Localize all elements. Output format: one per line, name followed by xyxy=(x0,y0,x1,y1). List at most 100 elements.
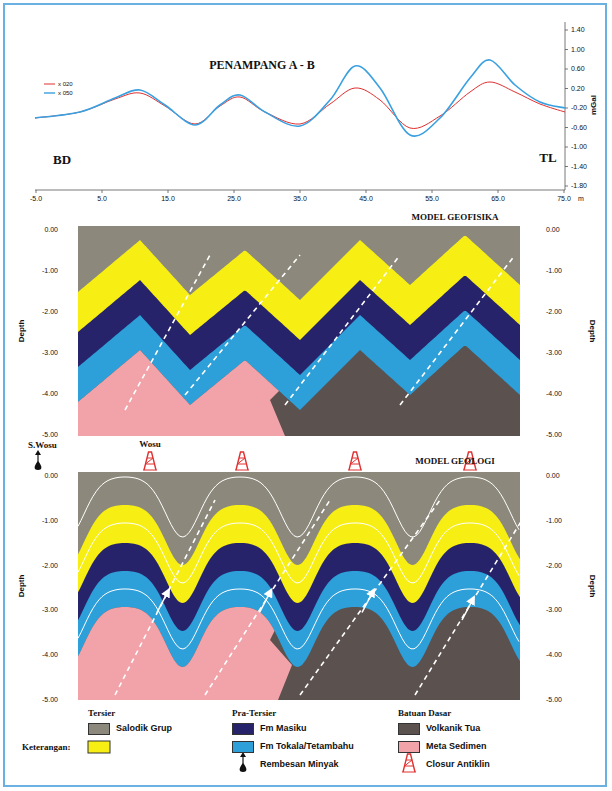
tick xyxy=(36,190,37,193)
label: -3.00 xyxy=(42,349,58,357)
label: -5.00 xyxy=(546,696,562,704)
rig-symbol xyxy=(349,452,361,470)
legend-swatch xyxy=(88,723,110,735)
legend-text: Rembesan Minyak xyxy=(260,760,339,770)
label: MODEL GEOFISIKA xyxy=(412,213,499,223)
bedding-line xyxy=(78,589,519,649)
label: -1.00 xyxy=(546,267,562,275)
label: 5.0 xyxy=(97,195,107,203)
tick xyxy=(565,69,568,70)
label: 45.0 xyxy=(359,195,373,203)
label: -3.00 xyxy=(546,349,562,357)
label: -5.0 xyxy=(30,195,42,203)
symbols xyxy=(35,450,477,772)
tick xyxy=(565,108,568,109)
legend-text: Meta Sedimen xyxy=(426,742,487,752)
layer xyxy=(78,236,520,436)
fault-line xyxy=(125,255,210,410)
label: -3.00 xyxy=(42,607,58,615)
tick xyxy=(300,190,301,193)
tick xyxy=(565,88,568,89)
tick xyxy=(565,49,568,50)
tick xyxy=(498,190,499,193)
tick xyxy=(366,190,367,193)
label: Depth xyxy=(18,320,27,343)
legend-text: Salodik Grup xyxy=(116,724,172,734)
layer xyxy=(78,505,520,700)
label: -5.00 xyxy=(42,431,58,439)
label: Batuan Dasar xyxy=(398,709,451,719)
label: -5.00 xyxy=(546,431,562,439)
legend-text: Volkanik Tua xyxy=(426,724,480,734)
legend-text: Fm Tokala/Tetambahu xyxy=(260,742,354,752)
tick xyxy=(234,190,235,193)
legend-line xyxy=(44,92,55,93)
legend-line xyxy=(44,84,55,85)
seep-symbol xyxy=(35,461,42,470)
legend-swatch xyxy=(232,741,254,753)
label: 0.60 xyxy=(571,65,585,73)
bedding-line xyxy=(78,523,519,583)
rig-symbol xyxy=(235,458,249,470)
label: Depth xyxy=(18,575,27,598)
label: -4.00 xyxy=(546,390,562,398)
tick xyxy=(565,186,568,187)
label: 15.0 xyxy=(161,195,175,203)
rig-symbol xyxy=(143,458,157,470)
label: 35.0 xyxy=(293,195,307,203)
label: -2.00 xyxy=(42,308,58,316)
tick xyxy=(565,147,568,148)
seep-symbol xyxy=(35,450,41,455)
label: 0.20 xyxy=(571,85,585,93)
label: Depth xyxy=(588,575,597,598)
label: -1.00 xyxy=(42,267,58,275)
label: S.Wosu xyxy=(28,441,57,451)
label: BD xyxy=(53,153,71,167)
label: 0.00 xyxy=(546,472,560,480)
label: mGal xyxy=(590,95,599,115)
label: -4.00 xyxy=(42,390,58,398)
label: -1.00 xyxy=(546,517,562,525)
label: 25.0 xyxy=(227,195,241,203)
legend-swatch xyxy=(88,741,110,753)
slip-arrow xyxy=(362,590,374,613)
label: -1.40 xyxy=(571,163,587,171)
label: 55.0 xyxy=(425,195,439,203)
label: -0.20 xyxy=(571,104,587,112)
rig-symbol xyxy=(348,458,362,470)
fault-line xyxy=(205,500,330,695)
label: m xyxy=(578,195,584,203)
tick xyxy=(168,190,169,193)
legend-text: Fm Masiku xyxy=(260,724,307,734)
geophysical-model xyxy=(78,226,520,436)
label: TL xyxy=(539,151,556,165)
label: MODEL GEOLOGI xyxy=(415,457,494,467)
fault-line xyxy=(115,500,215,695)
gravity-curve xyxy=(35,82,565,129)
tick xyxy=(432,190,433,193)
layer xyxy=(78,346,520,436)
label: 0.00 xyxy=(546,226,560,234)
chart-title: PENAMPANG A - B xyxy=(209,59,314,72)
label: 1.40 xyxy=(571,26,585,34)
layer xyxy=(78,571,520,700)
fault-line xyxy=(400,255,515,405)
legend-swatch xyxy=(398,723,420,735)
label: -1.00 xyxy=(42,517,58,525)
legend-swatch xyxy=(232,723,254,735)
label: Wosu xyxy=(139,440,161,450)
rig-symbol xyxy=(403,754,415,772)
y-axis xyxy=(565,22,566,190)
label: x 050 xyxy=(58,90,73,97)
label: -3.00 xyxy=(546,607,562,615)
tick xyxy=(565,127,568,128)
layer xyxy=(78,607,520,700)
label: -2.00 xyxy=(42,562,58,570)
label: -2.00 xyxy=(546,308,562,316)
label: 1.00 xyxy=(571,46,585,54)
tick xyxy=(565,166,568,167)
layer xyxy=(78,472,520,700)
frame xyxy=(4,4,606,786)
label: -5.00 xyxy=(42,696,58,704)
